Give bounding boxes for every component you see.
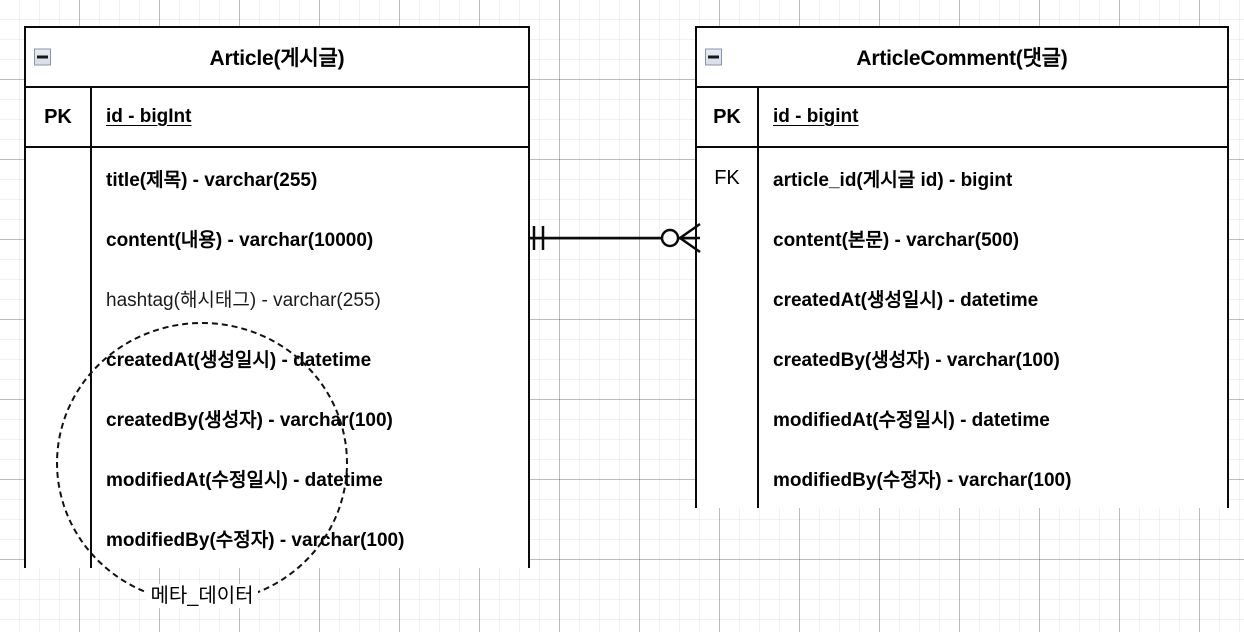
field-article-id: article_id(게시글 id) - bigint (773, 169, 1013, 191)
field-content: content(본문) - varchar(500) (773, 229, 1020, 251)
minus-icon[interactable] (34, 48, 51, 66)
relationship-connector[interactable] (524, 206, 704, 270)
table-row[interactable]: modifiedBy(수정자) - varchar(100) (26, 508, 528, 568)
field-created-by: createdBy(생성자) - varchar(100) (773, 349, 1060, 371)
field-created-by: createdBy(생성자) - varchar(100) (106, 409, 393, 431)
key-label-empty (26, 208, 92, 268)
table-row[interactable]: content(본문) - varchar(500) (697, 208, 1227, 268)
key-label-empty (697, 328, 759, 388)
minus-icon[interactable] (705, 48, 722, 66)
field-title: title(제목) - varchar(255) (106, 169, 318, 191)
entity-article-header: Article(게시글) (26, 28, 528, 88)
table-row[interactable]: PK id - bigint (697, 88, 1227, 148)
table-row[interactable]: createdAt(생성일시) - datetime (26, 328, 528, 388)
key-label-pk: PK (26, 88, 92, 146)
table-row[interactable]: modifiedAt(수정일시) - datetime (26, 448, 528, 508)
field-modified-at: modifiedAt(수정일시) - datetime (106, 469, 383, 491)
entity-article-title: Article(게시글) (209, 47, 345, 70)
key-label-fk: FK (697, 148, 759, 208)
table-row[interactable]: hashtag(해시태그) - varchar(255) (26, 268, 528, 328)
entity-article-comment[interactable]: ArticleComment(댓글) PK id - bigint FK art… (695, 26, 1229, 508)
field-created-at: createdAt(생성일시) - datetime (106, 349, 372, 371)
table-row[interactable]: content(내용) - varchar(10000) (26, 208, 528, 268)
table-row[interactable]: modifiedAt(수정일시) - datetime (697, 388, 1227, 448)
key-label-empty (26, 388, 92, 448)
key-label-empty (697, 268, 759, 328)
entity-article[interactable]: Article(게시글) PK id - bigInt title(제목) - … (24, 26, 530, 568)
field-modified-at: modifiedAt(수정일시) - datetime (773, 409, 1050, 431)
key-label-empty (26, 508, 92, 568)
table-row[interactable]: modifiedBy(수정자) - varchar(100) (697, 448, 1227, 508)
table-row[interactable]: FK article_id(게시글 id) - bigint (697, 148, 1227, 208)
key-label-empty (697, 208, 759, 268)
field-id: id - bigInt (106, 106, 192, 127)
field-content: content(내용) - varchar(10000) (106, 229, 374, 251)
key-label-empty (26, 448, 92, 508)
meta-data-label: 메타_데이터 (146, 584, 258, 608)
minus-icon-bar (37, 55, 48, 59)
table-row[interactable]: title(제목) - varchar(255) (26, 148, 528, 208)
cardinality-zero-circle (660, 228, 680, 248)
minus-icon-bar (708, 55, 719, 59)
field-modified-by: modifiedBy(수정자) - varchar(100) (106, 529, 405, 551)
field-modified-by: modifiedBy(수정자) - varchar(100) (773, 469, 1072, 491)
field-hashtag: hashtag(해시태그) - varchar(255) (106, 289, 381, 311)
entity-article-comment-title: ArticleComment(댓글) (856, 47, 1068, 70)
key-label-empty (26, 268, 92, 328)
key-label-empty (697, 388, 759, 448)
table-row[interactable]: createdBy(생성자) - varchar(100) (697, 328, 1227, 388)
field-id: id - bigint (773, 106, 859, 127)
key-label-pk: PK (697, 88, 759, 146)
entity-article-comment-header: ArticleComment(댓글) (697, 28, 1227, 88)
key-label-empty (26, 328, 92, 388)
table-row[interactable]: createdBy(생성자) - varchar(100) (26, 388, 528, 448)
table-row[interactable]: PK id - bigInt (26, 88, 528, 148)
key-label-empty (697, 448, 759, 508)
table-row[interactable]: createdAt(생성일시) - datetime (697, 268, 1227, 328)
key-label-empty (26, 148, 92, 208)
field-created-at: createdAt(생성일시) - datetime (773, 289, 1039, 311)
